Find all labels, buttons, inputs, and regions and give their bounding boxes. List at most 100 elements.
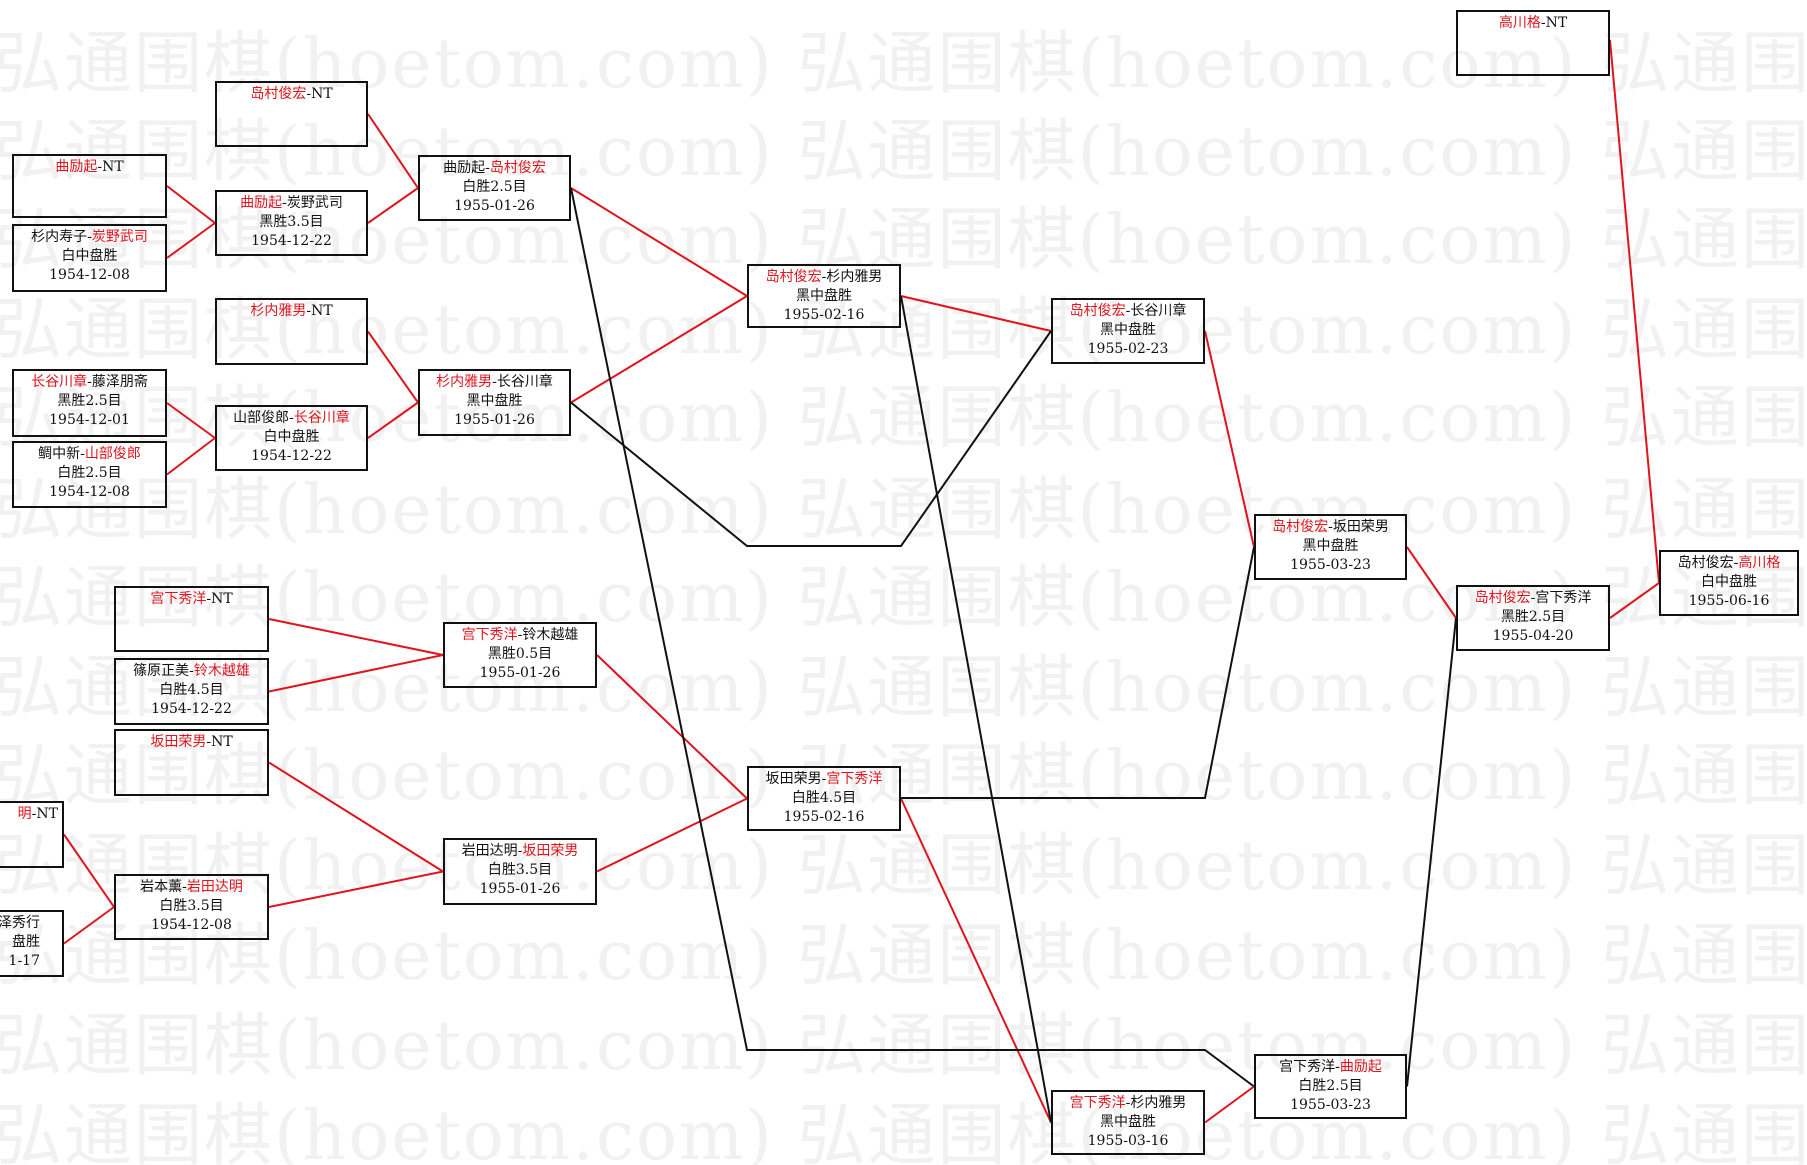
match-date: 1955-03-23 <box>1290 1097 1371 1113</box>
match-result: 白胜2.5目 <box>462 179 527 195</box>
player-2: NT <box>311 86 333 102</box>
win-line <box>1609 39 1660 584</box>
win-line <box>63 906 115 945</box>
player-1: 岛村俊宏 <box>1474 590 1531 606</box>
player-1: 坂田荣男 <box>150 734 207 750</box>
match-date: 1955-04-20 <box>1492 628 1574 644</box>
win-line <box>1204 1085 1255 1124</box>
match-line: 泽秀行 <box>0 915 40 931</box>
player-1: 山部俊郎 <box>233 410 290 426</box>
player-1: 岩田达明 <box>461 843 518 859</box>
loss-line <box>570 330 1052 547</box>
player-2: 铃木越雄 <box>522 627 579 643</box>
player-2: 坂田荣男 <box>1332 519 1389 535</box>
match-players: 明-NT <box>17 806 58 822</box>
player-2: 炭野武司 <box>91 229 148 245</box>
player-2: 长谷川章 <box>293 410 350 426</box>
match-players: 宫下秀洋-铃木越雄 <box>461 627 579 643</box>
match-players: 宫下秀洋-NT <box>150 591 233 607</box>
win-line <box>166 402 216 439</box>
player-1: 曲励起 <box>443 160 486 176</box>
player-1: 杉内雅男 <box>436 374 493 390</box>
match-result: 黑中盘胜 <box>1302 538 1359 554</box>
player-1: 篠原正美 <box>133 663 190 679</box>
player-1: 宫下秀洋 <box>150 591 207 607</box>
match-date: 1955-03-16 <box>1087 1133 1169 1149</box>
player-2: 铃木越雄 <box>193 663 250 679</box>
win-line <box>596 654 748 800</box>
player-2: NT <box>1545 15 1568 31</box>
match-date: 1954-12-08 <box>49 484 130 500</box>
player-1: 岛村俊宏 <box>765 269 822 285</box>
player-1: 长谷川章 <box>31 374 88 390</box>
match-players: 杉内雅男-长谷川章 <box>436 374 553 390</box>
player-2: NT <box>102 159 124 175</box>
win-line <box>596 797 748 873</box>
player-1: 高川格 <box>1498 15 1541 31</box>
win-line <box>900 798 1052 1123</box>
player-2: NT <box>211 591 233 607</box>
win-line <box>570 187 748 297</box>
player-2: 岩田达明 <box>186 879 243 895</box>
match-result: 白中盘胜 <box>263 429 320 445</box>
player-1: 宫下秀洋 <box>1069 1095 1126 1111</box>
match-players: 岛村俊宏-坂田荣男 <box>1272 519 1389 535</box>
match-result: 黑胜0.5目 <box>487 646 553 662</box>
player-2: 杉内雅男 <box>1130 1095 1187 1111</box>
player-2: NT <box>211 734 233 750</box>
player-1: 岩本薰 <box>140 879 183 895</box>
match-players: 山部俊郎-长谷川章 <box>233 410 350 426</box>
match-players: 岛村俊宏-杉内雅男 <box>765 269 883 285</box>
match-players: 坂田荣男-NT <box>150 734 233 750</box>
match-box-n11: 宫下秀洋-NT <box>114 586 269 652</box>
player-1: 杉内寿子 <box>31 229 88 245</box>
match-players: 曲励起-NT <box>55 159 124 175</box>
match-result: 黑中盘胜 <box>466 393 523 409</box>
match-result: 黑胜2.5目 <box>57 393 122 409</box>
match-players: 篠原正美-铃木越雄 <box>133 663 250 679</box>
player-1: 曲励起 <box>55 159 98 175</box>
match-result: 白胜4.5目 <box>159 682 224 698</box>
player-2: 宫下秀洋 <box>826 771 883 787</box>
match-date: 1955-02-23 <box>1087 341 1169 357</box>
match-result: 白中盘胜 <box>61 248 118 264</box>
match-line: 1-17 <box>8 953 40 969</box>
win-line <box>268 618 444 656</box>
match-date: 1955-06-16 <box>1688 593 1770 609</box>
player-1: 鲷中新 <box>38 446 81 462</box>
match-result: 黑中盘胜 <box>796 288 852 304</box>
match-players: 岛村俊宏-宫下秀洋 <box>1474 590 1592 606</box>
match-date: 1954-12-22 <box>251 233 332 249</box>
player-2: 宫下秀洋 <box>1535 590 1592 606</box>
player-1: 岛村俊宏 <box>250 86 307 102</box>
player-2: 岛村俊宏 <box>489 160 546 176</box>
player-2: 长谷川章 <box>496 374 553 390</box>
match-date: 1954-12-01 <box>49 412 130 428</box>
match-box-n13: 坂田荣男-NT <box>114 729 269 796</box>
match-players: 岛村俊宏-长谷川章 <box>1069 303 1187 319</box>
player-2: 藤泽朋斋 <box>91 374 148 390</box>
match-players: 岛村俊宏-NT <box>250 86 333 102</box>
win-line <box>1204 330 1255 548</box>
match-players: 杉内雅男-NT <box>250 303 333 319</box>
win-line <box>268 654 444 693</box>
match-box-n1: 曲励起-NT <box>12 154 167 218</box>
match-date: 1954-12-08 <box>151 917 232 933</box>
match-players: 岩田达明-坂田荣男 <box>461 843 579 859</box>
loss-line <box>901 546 1255 799</box>
match-box-n5: 岛村俊宏-NT <box>215 81 368 147</box>
match-players: 曲励起-炭野武司 <box>240 195 343 211</box>
match-result: 白胜2.5目 <box>57 465 122 481</box>
win-line <box>367 330 419 404</box>
match-result: 黑胜2.5目 <box>1500 609 1566 625</box>
